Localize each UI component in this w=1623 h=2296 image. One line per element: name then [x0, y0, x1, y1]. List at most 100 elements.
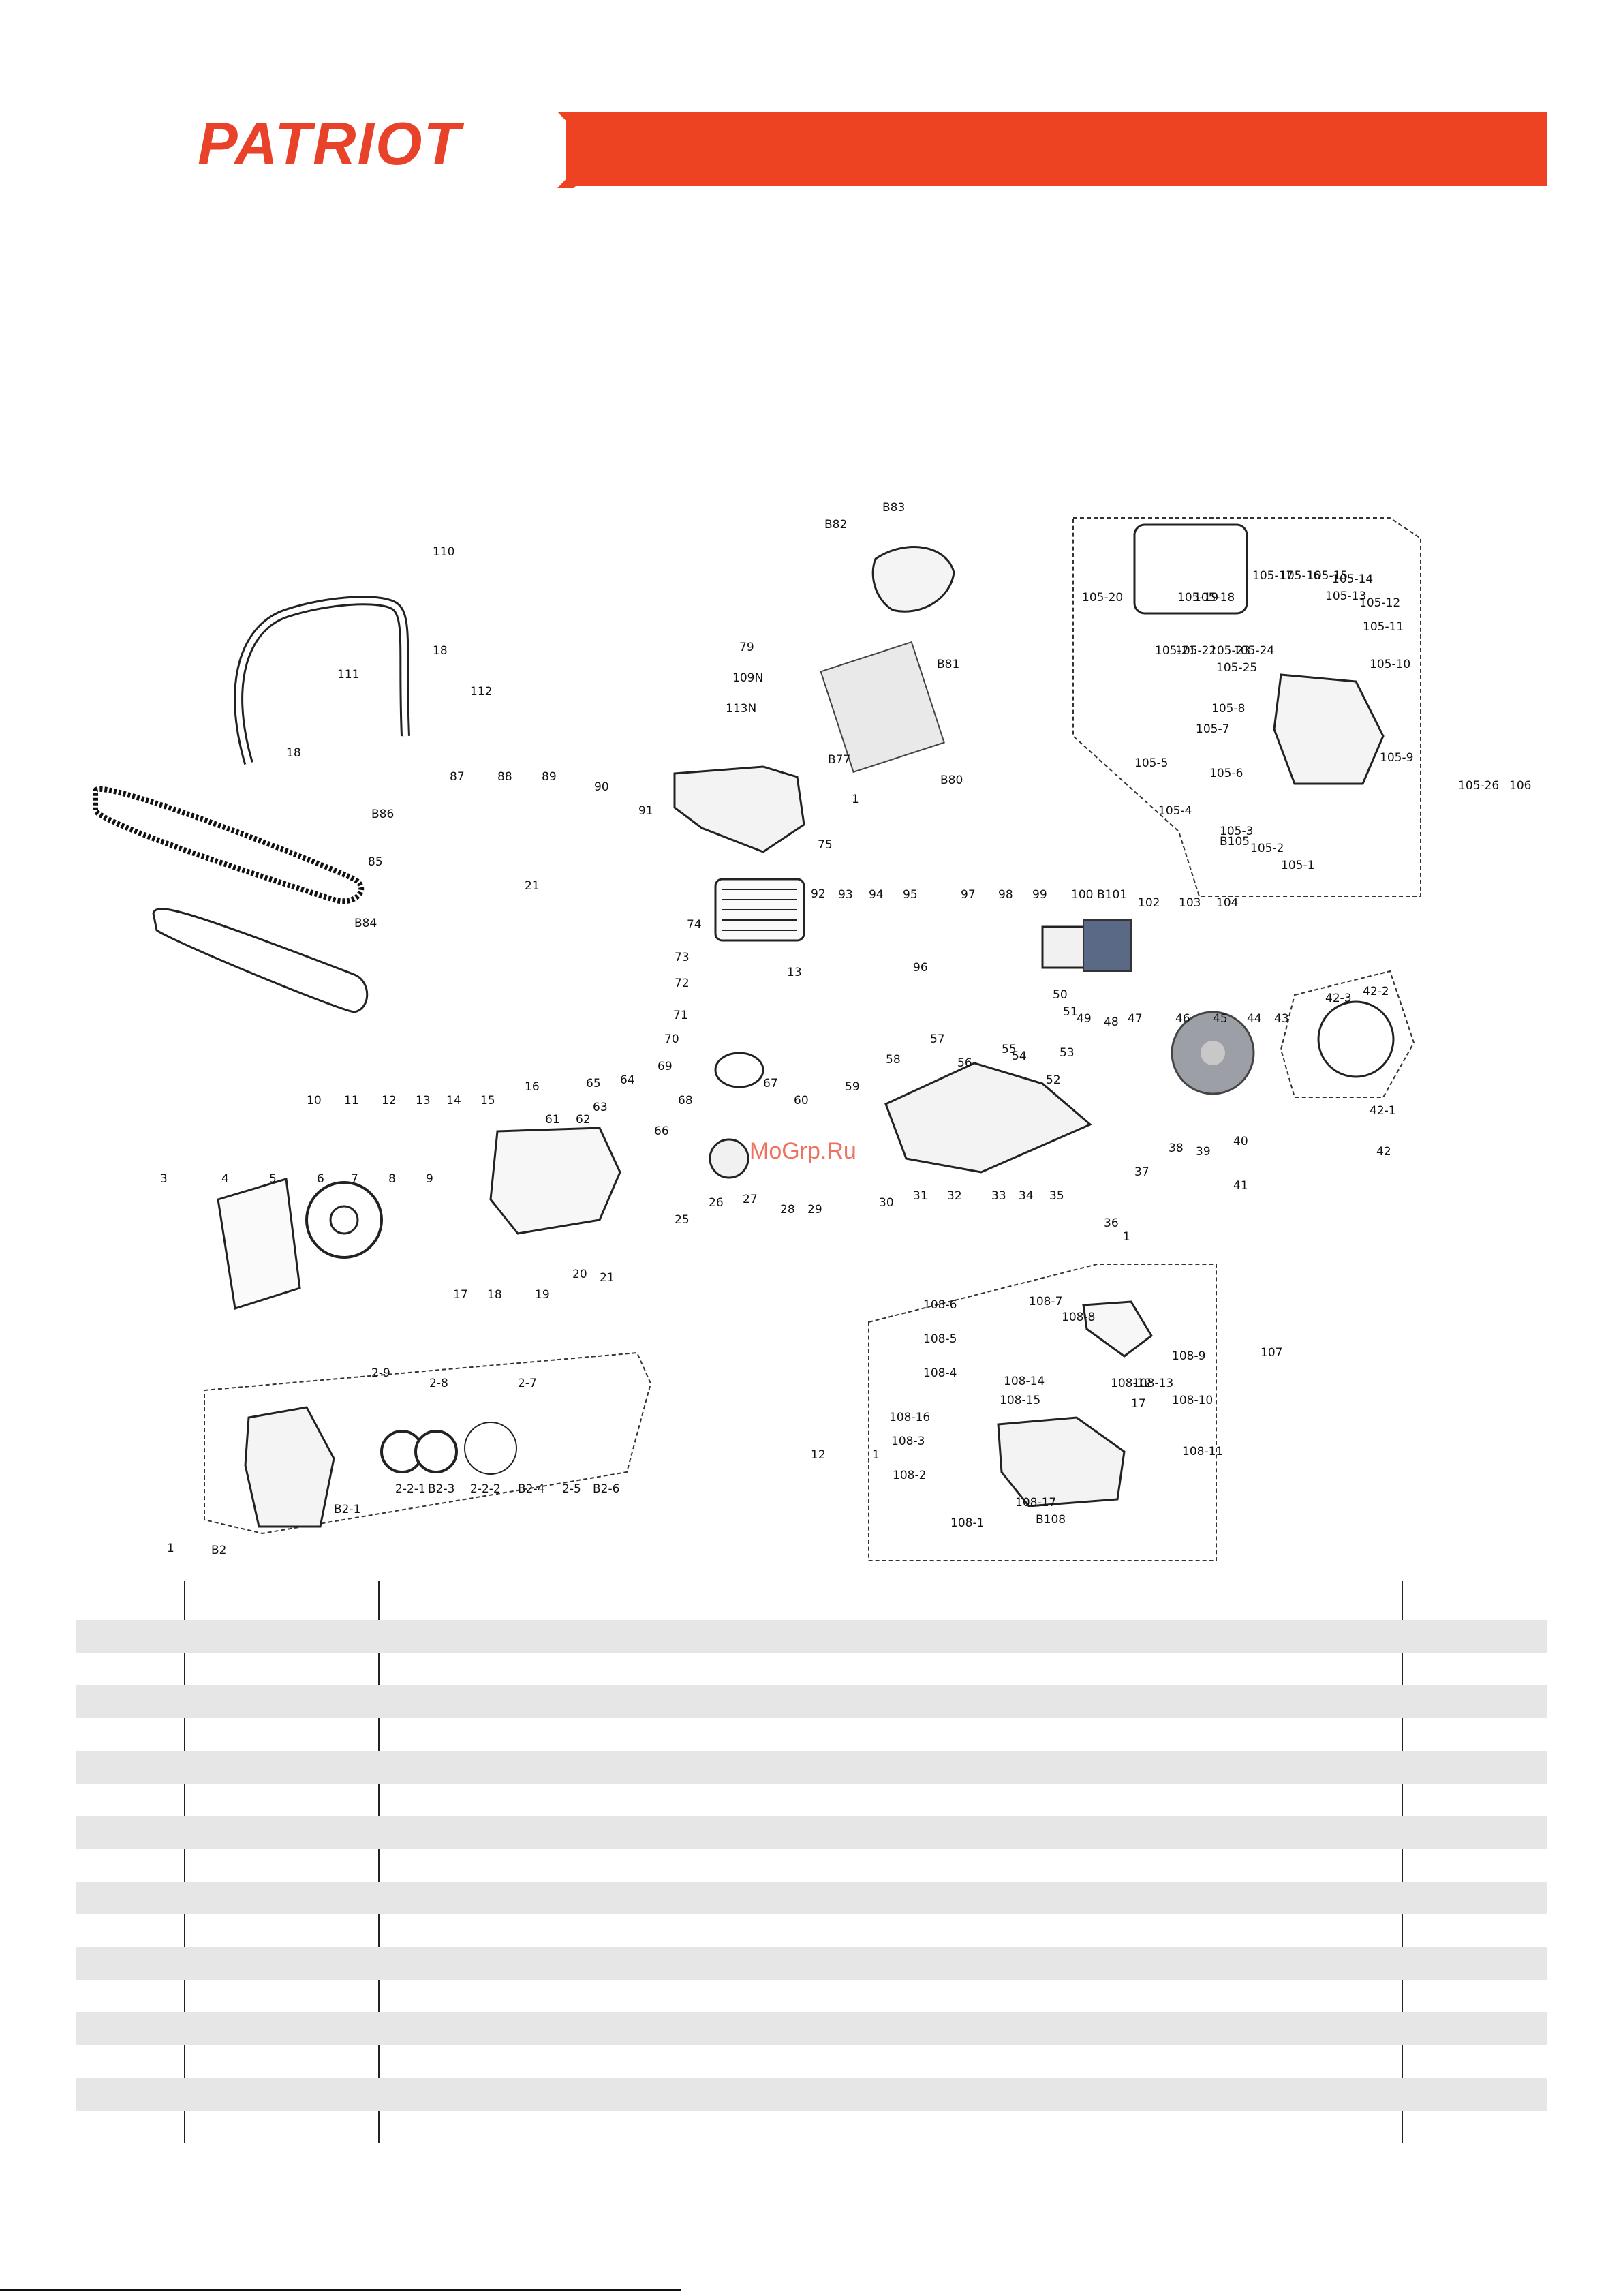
part-number-callout: 27 [743, 1193, 758, 1206]
part-number-callout: 42-2 [1363, 985, 1389, 998]
fan-housing [217, 1178, 301, 1310]
part-number-callout: 33 [991, 1189, 1006, 1203]
part-number-callout: 105-13 [1325, 590, 1366, 603]
part-number-callout: 105-14 [1332, 572, 1373, 586]
table-col-divider [378, 1581, 380, 2143]
part-number-callout: 105-23 [1209, 644, 1250, 658]
part-number-callout: 11 [344, 1094, 359, 1107]
part-number-callout: 97 [961, 888, 976, 902]
part-number-callout: 92 [811, 887, 826, 901]
part-number-callout: 108-15 [1000, 1394, 1040, 1407]
part-number-callout: 1 [167, 1542, 174, 1555]
part-number-callout: В86 [371, 808, 394, 821]
part-number-callout: 105-7 [1196, 722, 1229, 736]
flywheel [305, 1181, 383, 1259]
part-number-callout: 105-5 [1134, 756, 1168, 770]
part-number-callout: 26 [709, 1196, 724, 1210]
part-number-callout: 108-5 [923, 1332, 957, 1346]
part-number-callout: 105-19 [1177, 591, 1218, 604]
table-col-divider [184, 1581, 185, 2143]
part-number-callout: 3 [160, 1172, 168, 1186]
part-number-callout: В2-3 [428, 1482, 454, 1496]
part-number-callout: 55 [1002, 1043, 1017, 1056]
part-number-callout: 70 [664, 1032, 679, 1046]
table-row [76, 1882, 1547, 1914]
part-number-callout: 29 [807, 1203, 822, 1216]
part-number-callout: В81 [937, 658, 959, 671]
part-number-callout: 105-6 [1209, 767, 1243, 780]
part-number-callout: 25 [675, 1213, 690, 1227]
part-number-callout: 12 [382, 1094, 397, 1107]
part-number-callout: 2-7 [518, 1377, 537, 1390]
part-number-callout: 58 [886, 1053, 901, 1067]
side-cover [1273, 673, 1385, 785]
part-number-callout: 108-1 [950, 1516, 984, 1530]
part-number-callout: 13 [416, 1094, 431, 1107]
part-number-callout: 105-2 [1250, 842, 1284, 855]
part-number-callout: 105-21 [1155, 644, 1196, 658]
part-number-callout: 59 [845, 1080, 860, 1094]
part-number-callout: 105-26 [1458, 779, 1499, 793]
part-number-callout: 16 [525, 1080, 540, 1094]
part-number-callout: 93 [838, 888, 853, 902]
part-number-callout: В105 [1220, 835, 1250, 848]
part-number-callout: 71 [673, 1009, 688, 1022]
piston [714, 1052, 764, 1088]
part-number-callout: 47 [1128, 1012, 1143, 1026]
part-number-callout: 105-16 [1280, 569, 1320, 583]
part-number-callout: 68 [678, 1094, 693, 1107]
footer-rule [0, 2289, 681, 2291]
table-row [76, 2078, 1547, 2111]
part-number-callout: 105-10 [1370, 658, 1410, 671]
part-number-callout: 108-4 [923, 1366, 957, 1380]
part-number-callout: 109N [732, 671, 763, 685]
part-number-callout: 105-12 [1359, 596, 1400, 610]
part-number-callout: В82 [824, 518, 847, 532]
patriot-logo: PATRIOT [198, 110, 462, 177]
part-number-callout: 9 [426, 1172, 433, 1186]
part-number-callout: 12 [811, 1448, 826, 1462]
part-number-callout: 57 [930, 1032, 945, 1046]
part-number-callout: 43 [1274, 1012, 1289, 1026]
part-number-callout: 37 [1134, 1165, 1149, 1179]
part-number-callout: 73 [675, 951, 690, 964]
part-number-callout: 44 [1247, 1012, 1262, 1026]
part-number-callout: 72 [675, 977, 690, 990]
part-number-callout: 105-25 [1216, 661, 1257, 675]
part-number-callout: 105-8 [1211, 702, 1245, 716]
guide-bar [152, 908, 369, 1013]
part-number-callout: 42 [1376, 1145, 1391, 1159]
table-row [76, 1685, 1547, 1718]
part-number-callout: 40 [1233, 1135, 1248, 1148]
part-number-callout: 20 [572, 1268, 587, 1281]
part-number-callout: 7 [351, 1172, 358, 1186]
part-number-callout: 15 [480, 1094, 495, 1107]
part-number-callout: 67 [763, 1077, 778, 1090]
oil-pump-body [997, 1416, 1126, 1507]
part-number-callout: 66 [654, 1124, 669, 1138]
part-number-callout: 8 [388, 1172, 396, 1186]
part-number-callout: 103 [1179, 896, 1201, 910]
table-row [76, 1751, 1547, 1784]
part-number-callout: 6 [317, 1172, 324, 1186]
part-number-callout: В80 [940, 774, 963, 787]
part-number-callout: 108-16 [889, 1411, 930, 1424]
part-number-callout: 10 [307, 1094, 322, 1107]
part-number-callout: 1 [852, 793, 859, 806]
part-number-callout: 17 [1131, 1397, 1146, 1411]
air-filter-image [820, 641, 945, 774]
part-number-callout: 94 [869, 888, 884, 902]
detail-frame-side-cover [1072, 517, 1421, 897]
part-number-callout: 104 [1216, 896, 1238, 910]
part-number-callout: 2-9 [371, 1366, 390, 1380]
part-number-callout: 113N [726, 702, 756, 716]
part-number-callout: 108-11 [1182, 1445, 1223, 1458]
part-number-callout: 105-17 [1252, 569, 1293, 583]
filter-cover [871, 546, 955, 613]
part-number-callout: 110 [433, 545, 454, 559]
part-number-callout: 35 [1049, 1189, 1064, 1203]
part-number-callout: 105-15 [1307, 569, 1348, 583]
part-number-callout: 105-20 [1082, 591, 1123, 604]
part-number-callout: 19 [535, 1288, 550, 1302]
side-cover-label [1133, 523, 1248, 615]
